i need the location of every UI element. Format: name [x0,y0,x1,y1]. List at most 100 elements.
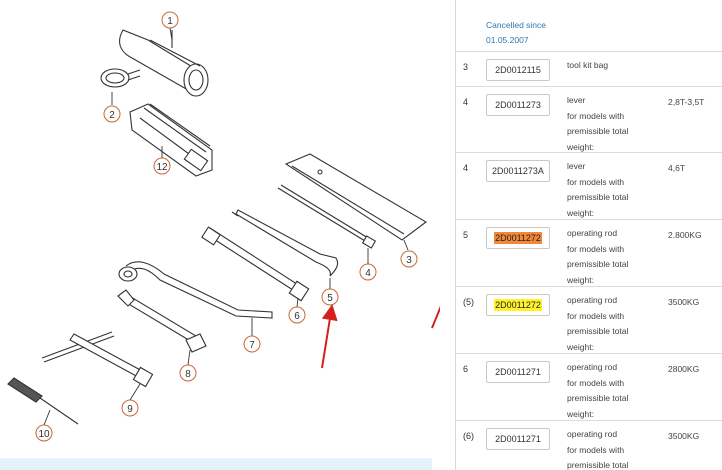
description-line: weight: [567,141,594,152]
svg-text:1: 1 [167,16,173,27]
cancelled-note: Cancelled since 01.05.2007 [486,20,547,45]
part-number-field[interactable]: 2D0011273A [486,160,550,182]
part-number-field[interactable]: 2D0011272 [486,294,550,316]
svg-text:12: 12 [156,162,168,173]
svg-text:6: 6 [294,311,300,322]
part-number-field[interactable]: 2D0011272 [486,227,550,249]
part-description: operating rod for models with premissible … [567,360,667,422]
part-spec: 3500KG [668,431,700,441]
arrow-to-callout-5 [321,304,338,369]
part-description: tool kit bag [567,58,667,74]
callout-2: 2 [103,105,121,123]
description-line: for models with [567,377,625,388]
callout-10: 10 [35,424,53,442]
part-spec: 2,8T-3,5T [668,97,705,107]
svg-text:4: 4 [365,268,371,279]
row-position: (5) [463,297,474,307]
description-line: lever [567,161,586,171]
row-position: 6 [463,364,469,374]
info-banner [0,458,432,470]
part-description: operating rod for models with premissible … [567,427,667,470]
row-position: 3 [463,62,469,72]
part-10-screwdriver [7,377,79,425]
exploded-parts-diagram: 1 2 12 3 4 5 6 7 8 9 10 [0,11,440,470]
description-line: weight: [567,274,594,285]
svg-text:10: 10 [38,429,50,440]
callout-7: 7 [243,335,261,353]
description-line: premissible total [567,460,629,470]
part-spec: 3500KG [668,297,700,307]
description-line: premissible total [567,126,629,136]
callout-5: 5 [321,288,339,306]
description-line: premissible total [567,326,629,336]
description-line: operating rod [567,362,618,372]
part-2-clamp [100,68,141,88]
parts-row: 6 2D0011271 operating rod for models with pr… [456,353,722,420]
callout-1: 1 [161,11,179,29]
callout-4: 4 [359,263,377,281]
parts-row: (5) 2D0011272 operating rod for models with… [456,286,722,353]
svg-text:2: 2 [109,110,115,121]
part-number-field[interactable]: 2D0012115 [486,59,550,81]
part-spec: 4,6T [668,163,686,173]
part-number-text: 2D0011273 [495,100,541,110]
description-line: tool kit bag [567,60,609,70]
callout-6: 6 [288,306,306,324]
parts-row: (6) 2D0011271 operating rod for models with… [456,420,722,470]
part-12-holder [129,103,213,177]
row-position: (6) [463,431,474,441]
callout-12: 12 [153,157,171,175]
part-number-text: 2D0011271 [495,434,541,444]
description-line: premissible total [567,393,629,403]
part-description: lever for models with premissible total wei… [567,159,667,221]
diagram-drawing: 1 2 12 3 4 5 6 7 8 9 10 [7,11,440,442]
svg-text:7: 7 [249,340,255,351]
part-3-tool-bag [284,153,427,241]
part-number-text: 2D0012115 [495,65,541,75]
description-line: operating rod [567,429,618,439]
part-number-field[interactable]: 2D0011271 [486,428,550,450]
description-line: operating rod [567,295,618,305]
description-line: for models with [567,310,625,321]
part-9-t-handle [41,331,154,388]
callout-9: 9 [121,399,139,417]
part-6-rod [201,226,310,302]
description-line: for models with [567,444,625,455]
part-number-text: 2D0011273A [492,166,544,176]
description-line: weight: [567,207,594,218]
part-description: operating rod for models with premissible … [567,293,667,355]
arrow-to-row-5 [431,305,440,329]
callout-3: 3 [400,250,418,268]
part-number-text: 2D0011271 [495,367,541,377]
part-1-jack [119,29,209,97]
svg-text:8: 8 [185,369,191,380]
part-7-wheel-brace [118,261,273,319]
description-line: premissible total [567,192,629,202]
row-position: 5 [463,230,469,240]
description-line: lever [567,95,586,105]
description-line: operating rod [567,228,618,238]
description-line: for models with [567,243,625,254]
description-line: weight: [567,341,594,352]
description-line: weight: [567,408,594,419]
part-description: lever for models with premissible total wei… [567,93,667,155]
part-number-text: 2D0011272 [494,232,542,244]
part-8-wrench [117,289,207,353]
row-position: 4 [463,163,469,173]
svg-text:9: 9 [127,404,133,415]
part-number-field[interactable]: 2D0011273 [486,94,550,116]
callout-8: 8 [179,364,197,382]
svg-text:3: 3 [406,255,412,266]
parts-row: 3 2D0012115 tool kit bag [456,51,722,86]
svg-text:5: 5 [327,293,333,304]
part-number-text: 2D0011272 [494,299,542,311]
part-number-field[interactable]: 2D0011271 [486,361,550,383]
part-5-operating-rod [231,209,339,277]
description-line: for models with [567,176,625,187]
parts-row: 4 2D0011273A lever for models with premissib… [456,152,722,219]
part-4-lever [277,184,377,249]
description-line: for models with [567,110,625,121]
